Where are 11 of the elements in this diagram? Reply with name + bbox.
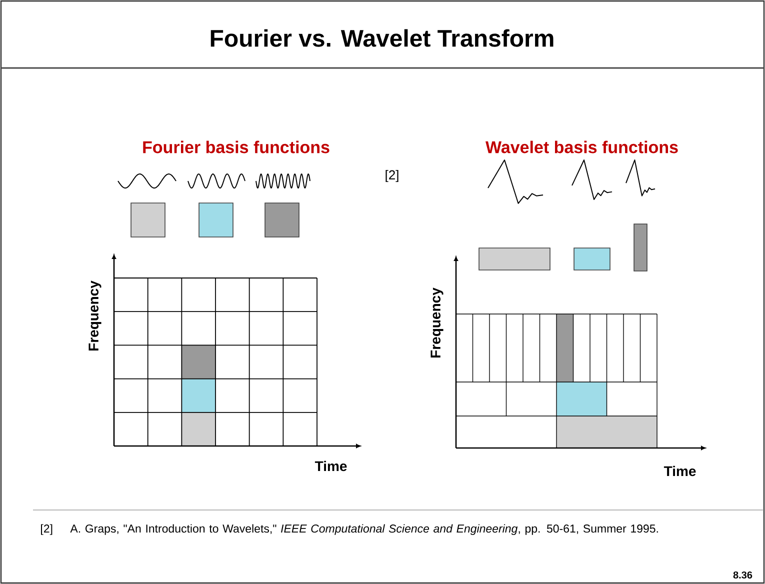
axis-label: Frequency	[88, 280, 102, 350]
axis-label: Time	[314, 460, 347, 472]
citation: A. Graps, "An Introduction to Wavelets," IEEE Computational Science and Engineering, pp. 50-61, Summer 1995.	[70, 524, 658, 535]
reference-number: [2]	[41, 524, 52, 535]
axis-label: Frequency	[430, 288, 444, 358]
axis-label: Time	[664, 466, 696, 476]
page-number: 8.36	[733, 571, 752, 579]
title: Fourier vs. Wavelet Transform	[210, 29, 554, 47]
reference-number: [2]	[386, 170, 398, 182]
section-heading: Wavelet basis functions	[486, 140, 678, 154]
section-heading: Fourier basis functions	[143, 140, 330, 154]
